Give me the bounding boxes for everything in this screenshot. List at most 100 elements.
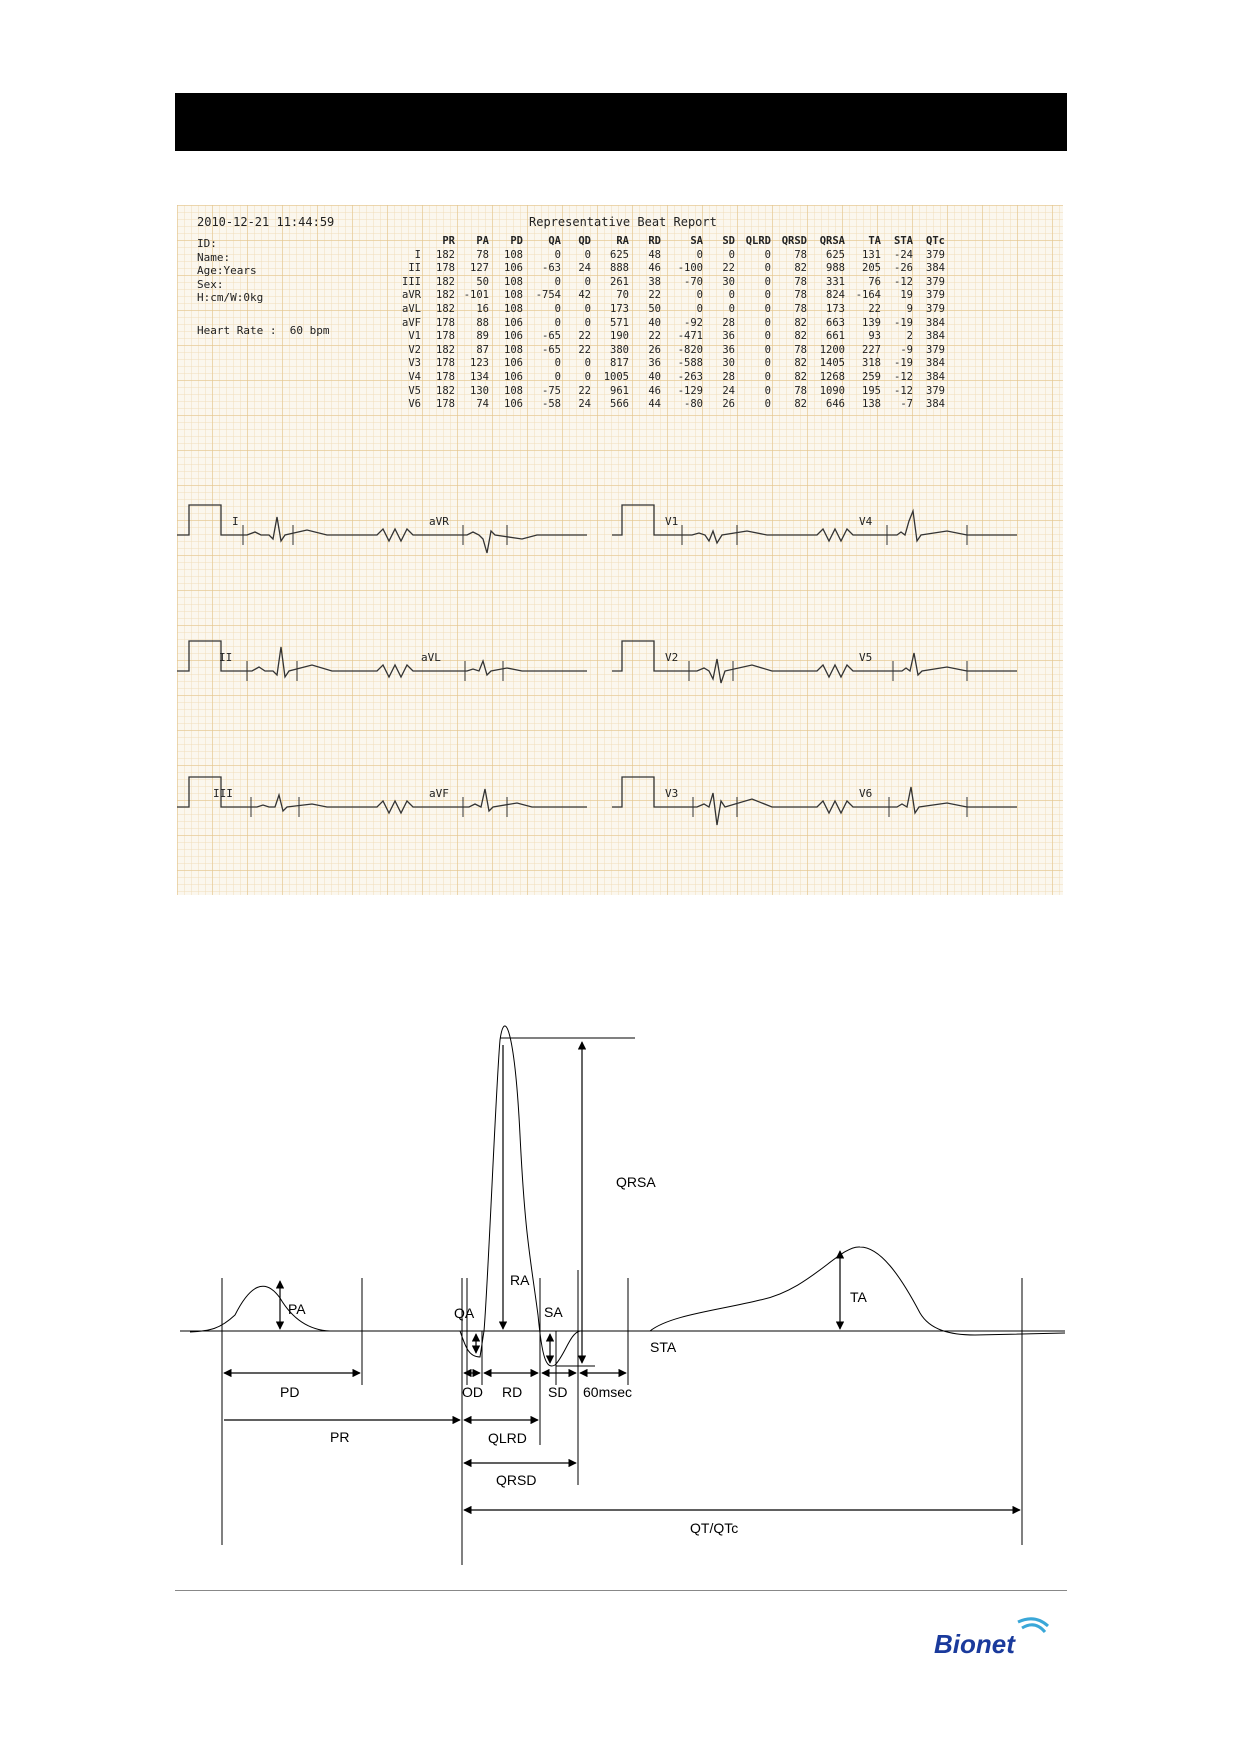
value-cell: -70 [684,275,703,288]
value-cell: 0 [764,357,771,370]
value-cell: -588 [677,357,703,370]
lead-label-V4: V4 [859,515,873,528]
ecg-row-2: II aVL V2 V5 [177,640,1017,684]
ecg-traces: I aVR V1 V4 II aVL V2 V5 III aVF [177,504,1017,826]
value-cell: 0 [584,275,591,288]
value-cell: -9 [900,343,913,356]
lead-name-cell: V4 [408,370,421,383]
value-cell: 36 [648,357,661,370]
patient-info: ID: Name: Age:Years Sex: H:cm/W:0kg [197,237,263,305]
value-cell: 108 [504,384,523,397]
value-cell: 42 [578,289,591,302]
value-cell: 178 [436,316,455,329]
value-cell: 1005 [603,370,629,383]
value-cell: 22 [722,262,735,275]
label-60msec: 60msec [583,1384,632,1400]
value-cell: 108 [504,343,523,356]
value-cell: 46 [648,384,661,397]
value-cell: -820 [677,343,703,356]
value-cell: 182 [436,289,455,302]
value-cell: 76 [868,275,881,288]
value-cell: 82 [794,316,807,329]
patient-age: Age:Years [197,264,257,278]
value-cell: -12 [894,275,913,288]
value-cell: 182 [436,384,455,397]
trace-III [177,776,587,815]
value-cell: 0 [554,248,561,261]
value-cell: 0 [554,357,561,370]
value-cell: -75 [542,384,561,397]
col-header-qrsd: QRSD [781,235,807,247]
value-cell: 379 [926,384,945,397]
value-cell: -19 [894,316,913,329]
value-cell: 78 [476,248,489,261]
col-header-qtc: QTc [926,235,945,247]
label-QA: QA [454,1305,475,1321]
value-cell: 661 [826,330,845,343]
value-cell: 0 [584,370,591,383]
value-cell: 0 [764,289,771,302]
value-cell: 961 [610,384,629,397]
lead-name-cell: V3 [408,357,421,370]
value-cell: 22 [648,330,661,343]
value-cell: 82 [794,398,807,411]
value-cell: 88 [476,316,489,329]
value-cell: 36 [722,330,735,343]
value-cell: 22 [578,330,591,343]
value-cell: 817 [610,357,629,370]
value-cell: 22 [578,384,591,397]
value-cell: 131 [862,248,881,261]
value-cell: 178 [436,330,455,343]
col-header-sa: SA [690,235,703,247]
value-cell: 0 [554,275,561,288]
value-cell: 384 [926,370,945,383]
label-PR: PR [330,1429,349,1445]
value-cell: 261 [610,275,629,288]
value-cell: 78 [794,289,807,302]
value-cell: 0 [728,302,735,315]
value-cell: 0 [764,275,771,288]
value-cell: 318 [862,357,881,370]
value-cell: 108 [504,275,523,288]
value-cell: 190 [610,330,629,343]
value-cell: 182 [436,343,455,356]
value-cell: 178 [436,357,455,370]
patient-id: ID: [197,237,217,250]
label-QRSD: QRSD [496,1472,536,1488]
ecg-report: 2010-12-21 11:44:59 Representative Beat … [177,205,1063,895]
value-cell: 195 [862,384,881,397]
col-header-qd: QD [578,235,591,247]
value-cell: -164 [855,289,881,302]
value-cell: 78 [794,384,807,397]
patient-name: Name: [197,250,231,264]
value-cell: -471 [677,330,703,343]
value-cell: 384 [926,316,945,329]
value-cell: -129 [677,384,703,397]
value-cell: -7 [900,398,913,411]
lead-label-V2: V2 [665,651,678,664]
value-cell: -12 [894,370,913,383]
value-cell: 625 [826,248,845,261]
value-cell: 380 [610,343,629,356]
value-cell: 0 [554,370,561,383]
ecg-measurement-diagram: PA PD PR QA OD RA RD SA SD 60msec QLRD Q… [180,1025,1066,1565]
label-TA: TA [850,1289,868,1305]
col-header-sd: SD [722,235,735,247]
value-cell: 0 [764,384,771,397]
col-header-qa: QA [548,235,561,247]
value-cell: 0 [554,316,561,329]
value-cell: -101 [463,289,489,302]
label-QLRD: QLRD [488,1430,527,1446]
value-cell: 78 [794,275,807,288]
value-cell: 22 [868,302,881,315]
label-PA: PA [288,1301,306,1317]
value-cell: 30 [722,275,735,288]
value-cell: 182 [436,275,455,288]
value-cell: 379 [926,275,945,288]
